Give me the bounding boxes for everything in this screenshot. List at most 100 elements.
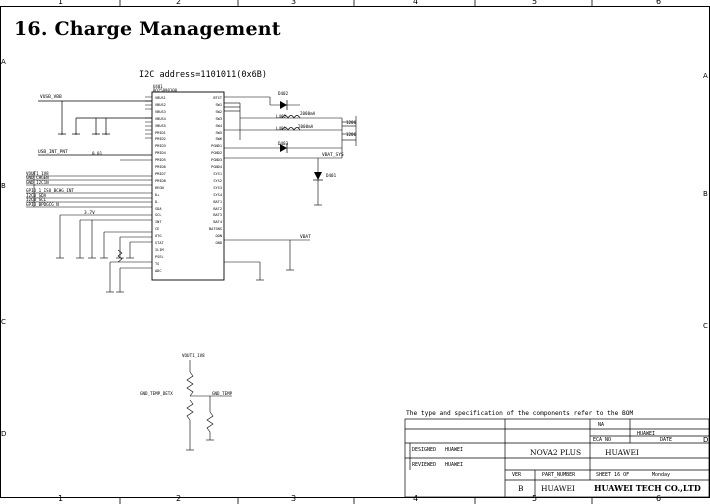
date-label: DATE [660,437,673,443]
net-label-signal: I2C0_SDA [26,193,47,198]
net-label-vbat-sys: VBAT_SYS [322,153,344,158]
ic-pin-label: PSEL [155,254,164,259]
i2c-address-label: I2C address=1101011(0x6B) [139,70,267,80]
net-label-3v7: 3.7V [84,211,95,216]
label-inductor: L402 [276,114,287,119]
ic-pin-label: SYS2 [213,178,222,183]
sheet-date: Monday [652,472,671,478]
ic-pin-label: D+ [155,192,160,197]
ic-pin-label: PMID5 [155,158,166,163]
label-cap: 1206 [346,132,357,137]
designed-label: DESIGNED [412,447,437,453]
part-number-value: HUAWEI [541,484,575,493]
svg-text:BQ25890100: BQ25890100 [153,88,178,93]
bom-note: The type and specification of the compon… [406,410,634,417]
designed-value: HUAWEI [445,447,464,453]
product-name: NOVA2 PLUS [530,448,582,457]
column-number: 2 [176,494,182,503]
row-letter: B [703,190,708,198]
ic-pin-label: PMID8 [155,178,166,183]
net-label-usb: USB_INT_PNT [38,150,68,155]
net-label-signal: GND_I2C1N [26,180,49,185]
ic-pin-label: PMID6 [155,165,166,170]
net-label-signal: I2C0_SCL [26,197,47,202]
ic-pin-label: VBUS4 [155,116,166,121]
column-number: 4 [413,494,419,503]
label-current: 2000mA [300,111,316,116]
label-cap: 1206 [346,120,357,125]
ic-pin-label: QON [215,234,223,239]
ic-pin-label: PGND2 [211,151,222,156]
label-rsense: 0.01 [92,151,103,156]
na-label: NA [598,422,605,428]
ic-pin-label: SW1 [215,102,223,107]
sheet-label: SHEET 16 OF [596,472,630,478]
ic-pin-label: TS [155,261,160,266]
row-letter: C [703,322,708,330]
row-letter: D [1,430,7,438]
ic-pin-label: SYS4 [213,192,222,197]
row-letter: D [703,436,709,444]
net-label-ntc: GND_TEMP_DETX [140,391,173,396]
net-label-vout: VOUT1_1V8 [26,171,49,176]
ic-pin-label: SW6 [215,137,223,142]
ic-pin-label: PGND1 [211,144,222,149]
eca-no-label: ECA NO [593,437,612,443]
page-title: 16. Charge Management [14,18,281,40]
ic-pin-label: SW4 [215,123,223,128]
ic-pin-label: SW2 [215,109,223,114]
ic-pin-label: BAT2 [213,206,222,211]
ver-value: B [518,484,524,493]
ic-pin-label: VBUS2 [155,102,166,107]
ic-pin-label: OTG [155,234,162,239]
ic-pin-label: VBUS1 [155,96,166,100]
ic-pin-label: BAT4 [213,220,222,225]
ic-pin-label: PGND4 [211,165,222,170]
ic-pin-label: ILIM [155,247,164,252]
ic-pin-label: VBUS3 [155,109,166,114]
ic-pin-label: PMID1 [155,130,166,135]
row-letter: C [1,318,6,326]
ic-pin-label: PGND3 [211,158,222,163]
ic-pin-label: GND [215,241,223,246]
net-label-signal: GPIO_BPDGCG_N [26,202,59,207]
column-number: 1 [58,494,64,503]
ic-pin-label: BTST [213,96,222,100]
ic-pin-label: ADC [155,268,162,273]
ic-pin-label: D- [155,199,160,204]
ic-pin-label: CE [155,227,160,232]
label-diode: D401 [326,173,337,178]
ic-pin-label: SW5 [215,130,223,135]
ic-pin-label: PMID2 [155,137,166,142]
company-mid: HUAWEI [605,448,639,457]
company-name: HUAWEI TECH CO.,LTD [594,483,701,493]
ver-label: VER [512,472,522,478]
net-label-signal: GPIO_1_ISO_BCHG_INT [26,188,74,193]
label-diode: D402 [278,91,289,96]
part-number-label: PART_NUMBER [542,472,576,478]
label-inductor: L401 [276,126,287,131]
column-number: 3 [291,494,297,503]
column-number: 4 [413,0,419,6]
ic-pin-label: REGN [155,185,164,190]
column-number: 3 [291,0,297,6]
column-number: 6 [656,494,662,503]
ic-pin-label: VBUS5 [155,123,166,128]
ic-pin-label: PMID3 [155,144,166,149]
ic-pin-label: SW3 [215,116,223,121]
net-label-signal: GND_CHGEN [26,175,49,180]
ic-pin-label: PMID4 [155,151,166,156]
column-number: 2 [176,0,182,6]
column-number: 5 [532,0,538,6]
ic-pin-label: SDA [155,206,162,211]
ic-pin-label: BAT3 [213,213,222,218]
column-number: 5 [532,494,538,503]
label-current: 2000mA [298,124,314,129]
ic-pin-label: STAT [155,241,164,246]
reviewed-label: REVIEWED [412,462,437,468]
huawei-top: HUAWEI [637,431,656,437]
